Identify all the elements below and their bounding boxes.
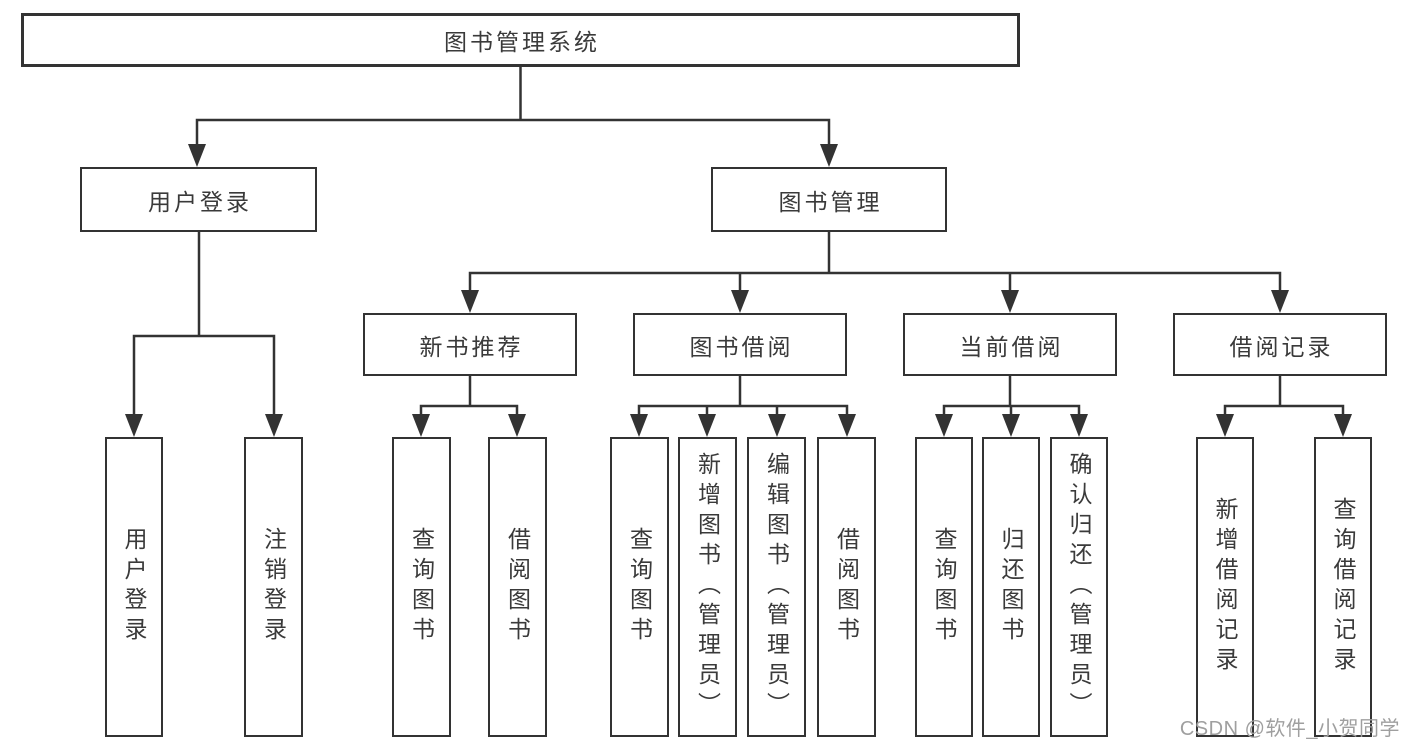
leaf-edit-book-admin-label: 编辑图书（管理员） xyxy=(763,452,790,722)
leaf-query-borrow-record: 查询借阅记录 xyxy=(1314,437,1372,737)
node-root: 图书管理系统 xyxy=(21,13,1020,67)
leaf-logout: 注销登录 xyxy=(244,437,303,737)
leaf-user-login: 用户登录 xyxy=(105,437,163,737)
leaf-add-book-admin-label: 新增图书（管理员） xyxy=(694,452,721,722)
leaf-add-borrow-record: 新增借阅记录 xyxy=(1196,437,1254,737)
node-new-book-rec: 新书推荐 xyxy=(363,313,577,376)
node-current-borrow: 当前借阅 xyxy=(903,313,1117,376)
leaf-query-book-current: 查询图书 xyxy=(915,437,973,737)
leaf-query-book-borrow: 查询图书 xyxy=(610,437,669,737)
leaf-query-book-newrec: 查询图书 xyxy=(392,437,451,737)
node-borrow-record-label: 借阅记录 xyxy=(1229,333,1334,360)
node-current-borrow-label: 当前借阅 xyxy=(959,333,1064,360)
leaf-query-book-borrow-label: 查询图书 xyxy=(626,527,653,647)
leaf-edit-book-admin: 编辑图书（管理员） xyxy=(747,437,806,737)
watermark-text: CSDN @软件_小贺同学 xyxy=(1179,718,1400,740)
node-new-book-rec-label: 新书推荐 xyxy=(419,333,524,360)
node-root-label: 图书管理系统 xyxy=(444,29,600,55)
node-book-mgmt: 图书管理 xyxy=(711,167,947,232)
leaf-add-book-admin: 新增图书（管理员） xyxy=(678,437,737,737)
leaf-query-borrow-record-label: 查询借阅记录 xyxy=(1330,497,1356,677)
leaf-logout-label: 注销登录 xyxy=(260,527,287,647)
connector-arrowheads xyxy=(125,144,1352,437)
leaf-user-login-label: 用户登录 xyxy=(121,527,147,647)
node-book-borrow: 图书借阅 xyxy=(633,313,847,376)
leaf-borrow-book-borrow: 借阅图书 xyxy=(817,437,876,737)
node-book-mgmt-label: 图书管理 xyxy=(778,188,883,215)
leaf-borrow-book-borrow-label: 借阅图书 xyxy=(833,527,860,647)
leaf-add-borrow-record-label: 新增借阅记录 xyxy=(1212,497,1238,677)
leaf-borrow-book-newrec-label: 借阅图书 xyxy=(504,527,531,647)
node-user-login-label: 用户登录 xyxy=(148,188,252,215)
leaf-return-book-label: 归还图书 xyxy=(998,527,1024,647)
node-user-login: 用户登录 xyxy=(80,167,317,232)
node-book-borrow-label: 图书借阅 xyxy=(689,333,794,360)
leaf-return-book: 归还图书 xyxy=(982,437,1040,737)
connector-edges xyxy=(132,65,1345,419)
leaf-confirm-return-admin: 确认归还（管理员） xyxy=(1050,437,1108,737)
node-borrow-record: 借阅记录 xyxy=(1173,313,1387,376)
leaf-query-book-current-label: 查询图书 xyxy=(931,527,957,647)
leaf-borrow-book-newrec: 借阅图书 xyxy=(488,437,547,737)
leaf-query-book-newrec-label: 查询图书 xyxy=(408,527,435,647)
leaf-confirm-return-admin-label: 确认归还（管理员） xyxy=(1066,452,1092,722)
